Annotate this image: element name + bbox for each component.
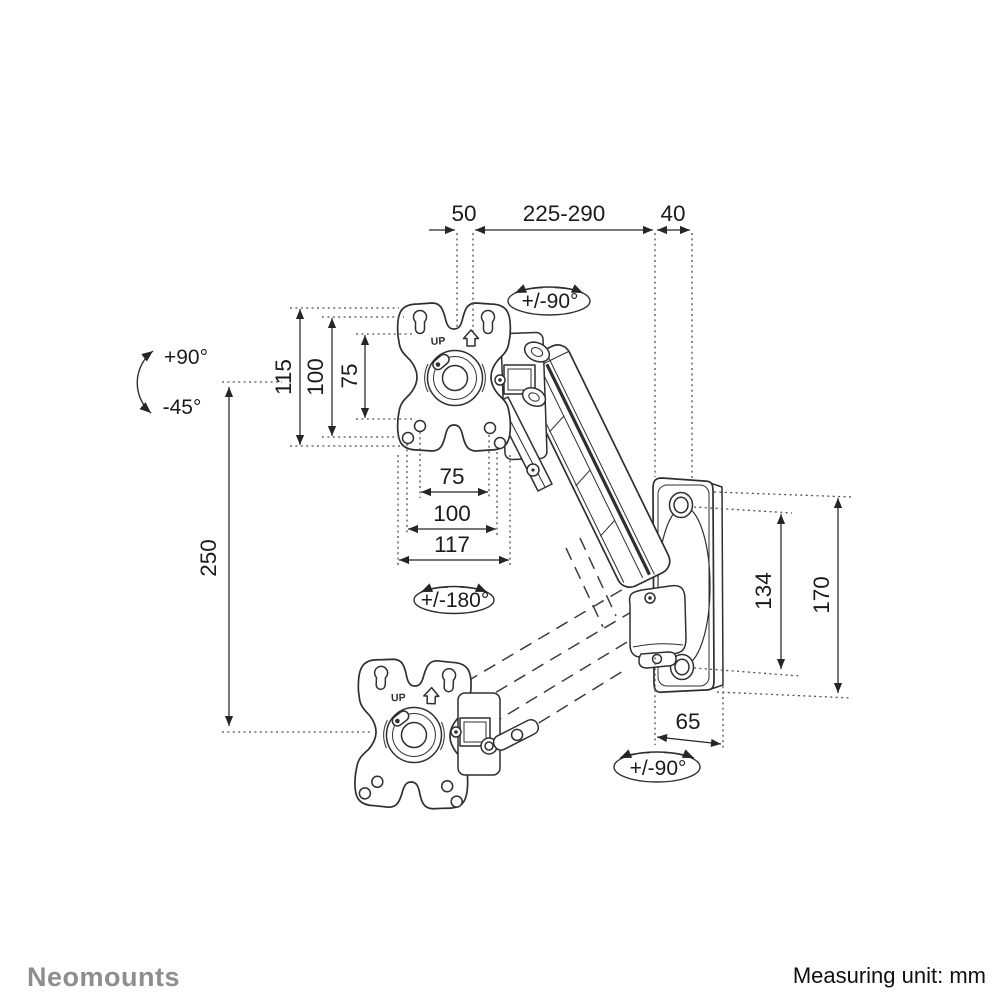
head-bracket-lower: [450, 692, 540, 776]
angle-plate-rotation-label: +/-180°: [421, 589, 490, 612]
dim-vesa-horizontal-100: 100: [433, 501, 471, 526]
dim-height-adjustment-group: 250: [196, 381, 372, 733]
dim-height-adjustment: 250: [196, 539, 221, 577]
dim-vesa-vertical-100: 100: [303, 358, 328, 396]
angle-tilt-up-label: +90°: [164, 346, 208, 369]
dim-wall-plate-width: 65: [675, 709, 700, 734]
angle-head-swivel-label: +/-90°: [522, 290, 579, 313]
dim-wall-plate-width-group: 65: [654, 652, 724, 750]
dim-right-group: 134 170: [693, 491, 853, 699]
angle-tilt-down-label: -45°: [163, 396, 202, 419]
angle-tilt: +90° -45°: [136, 346, 208, 419]
dim-wall-plate-height: 170: [809, 576, 834, 614]
wall-screw-hole: [668, 491, 694, 519]
elbow-joint: [628, 584, 687, 669]
dim-top-group: 50 225-290 40: [429, 201, 693, 481]
angle-arm-swivel: +/-90°: [613, 749, 701, 783]
vesa-plate-upper: [396, 302, 512, 452]
dim-wall-hole-spacing: 134: [751, 572, 776, 610]
dim-vesa-horizontal-75: 75: [439, 464, 464, 489]
dim-left-group: 115 100 75: [271, 307, 414, 447]
dim-arm-reach: 225-290: [523, 201, 606, 226]
angle-arm-swivel-label: +/-90°: [630, 757, 687, 780]
dim-below-plate-group: 75 100 117: [397, 432, 511, 566]
dim-plate-outer-height: 115: [271, 359, 296, 395]
dim-vesa-vertical-75: 75: [337, 363, 362, 388]
angle-head-swivel: +/-90°: [507, 284, 591, 316]
angle-plate-rotation: +/-180°: [413, 583, 495, 615]
neomounts-logo: Neomounts: [27, 962, 180, 992]
dim-plate-width: 117: [434, 532, 470, 557]
dim-wall-clearance: 40: [660, 201, 685, 226]
measuring-unit-note: Measuring unit: mm: [793, 963, 986, 988]
dim-pivot-offset: 50: [451, 201, 476, 226]
